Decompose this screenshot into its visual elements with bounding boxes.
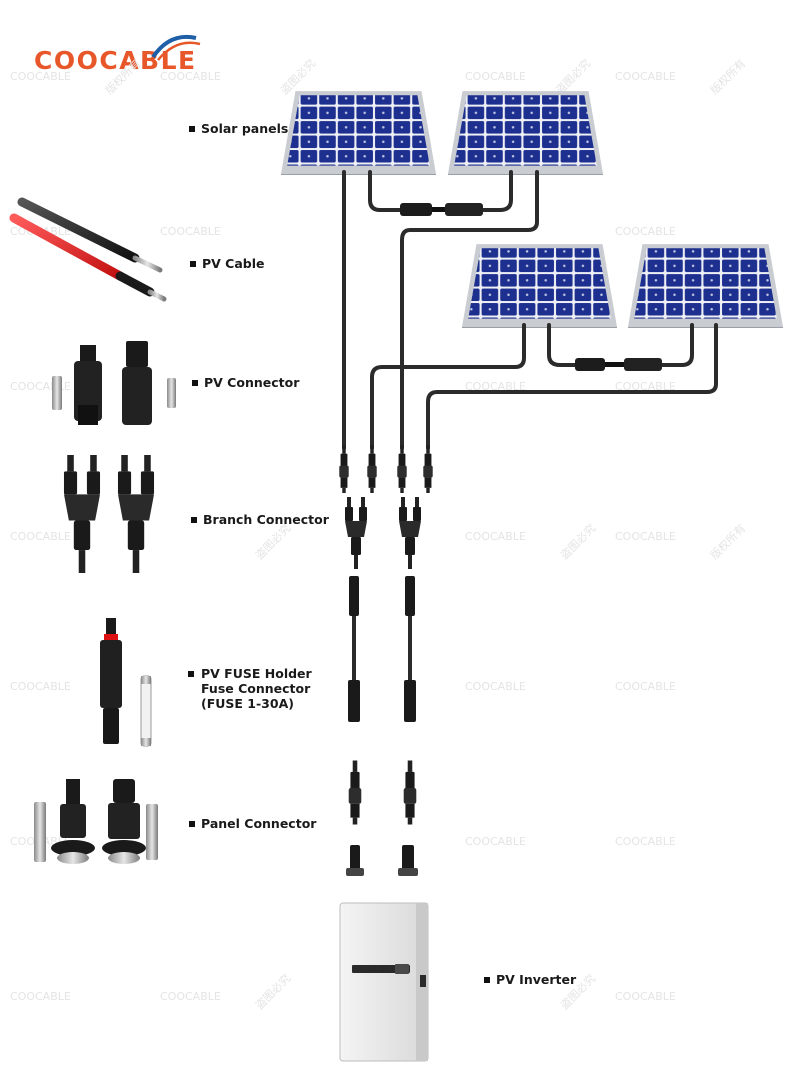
y-branch-image [399,497,421,569]
pv-inverter-image [339,902,429,1062]
label-branch-connector: Branch Connector [191,512,329,527]
watermark-text: COOCABLE [160,225,221,238]
label-text: PV FUSE Holder [201,666,312,681]
watermark-text: 盗图必究 [252,521,293,562]
label-text: PV Cable [202,256,265,271]
mc4-connector-image [367,445,377,493]
watermark-text: COOCABLE [10,680,71,693]
watermark-text: 版权所有 [707,521,748,562]
watermark-text: 盗图必究 [557,521,598,562]
watermark-text: COOCABLE [465,680,526,693]
mc4-connector-image [423,445,433,493]
watermark-text: COOCABLE [465,380,526,393]
fuse-holders-column [348,576,416,722]
solar-panel-image [281,91,436,175]
label-pv-cable: PV Cable [190,256,265,271]
label-text: Solar panels [201,121,289,136]
label-text: (FUSE 1-30A) [201,696,294,711]
label-pv-inverter: PV Inverter [484,972,576,987]
watermark-text: COOCABLE [160,990,221,1003]
label-panel-connector: Panel Connector [189,816,316,831]
panel-connector-sample-image [34,779,158,864]
bullet-icon [484,976,490,983]
watermark-text: COOCABLE [10,530,71,543]
watermark-text: COOCABLE [465,835,526,848]
bullet-icon [190,260,196,267]
bullet-icon [192,379,198,386]
pv-cable-sample-image [9,197,167,302]
label-text: PV Connector [204,375,300,390]
series-connector-pair [400,203,662,371]
branch-connectors-column [345,497,421,569]
watermark-text: COOCABLE [615,225,676,238]
watermark-text: COOCABLE [615,990,676,1003]
panel-connectors-column [346,760,418,876]
watermark-text: COOCABLE [465,70,526,83]
watermark-text: COOCABLE [160,70,221,83]
solar-panel-image [462,244,617,328]
bullet-icon [189,125,195,132]
watermark-text: 版权所有 [707,56,748,97]
label-text: PV Inverter [496,972,577,987]
mc4-connector-image [348,760,362,825]
mc4-connector-image [339,445,349,493]
watermark-text: COOCABLE [615,70,676,83]
label-text: Branch Connector [203,512,329,527]
bullet-icon [188,670,194,677]
watermark-text: COOCABLE [615,380,676,393]
watermark-layer: COOCABLE COOCABLE COOCABLE COOCABLE COOC… [10,56,748,1012]
watermark-text: COOCABLE [10,990,71,1003]
watermark-text: COOCABLE [615,530,676,543]
solar-panel-array [281,91,783,328]
watermark-text: COOCABLE [10,70,71,83]
y-branch-image [345,497,367,569]
pv-connector-sample-image [52,341,176,425]
coocable-logo: COOCABLE [34,34,201,75]
bullet-icon [191,516,197,523]
watermark-text: 盗图必究 [252,971,293,1012]
label-pv-connector: PV Connector [192,375,299,390]
solar-panel-image [448,91,603,175]
watermark-text: COOCABLE [615,835,676,848]
fuse-holder-sample-image [100,618,152,747]
label-text: Panel Connector [201,816,317,831]
mc4-connector-image [403,760,417,825]
solar-panel-image [628,244,783,328]
bullet-icon [189,820,195,827]
label-solar-panels: Solar panels [189,121,288,136]
label-text: Fuse Connector [201,681,311,696]
home-run-connectors [339,445,433,493]
branch-connector-sample-image [63,455,155,573]
system-cables [342,170,718,682]
mc4-connector-image [397,445,407,493]
watermark-text: COOCABLE [615,680,676,693]
label-fuse-holder: PV FUSE Holder Fuse Connector (FUSE 1-30… [188,666,348,711]
watermark-text: 盗图必究 [277,56,318,97]
watermark-text: 盗图必究 [552,56,593,97]
watermark-text: COOCABLE [465,530,526,543]
